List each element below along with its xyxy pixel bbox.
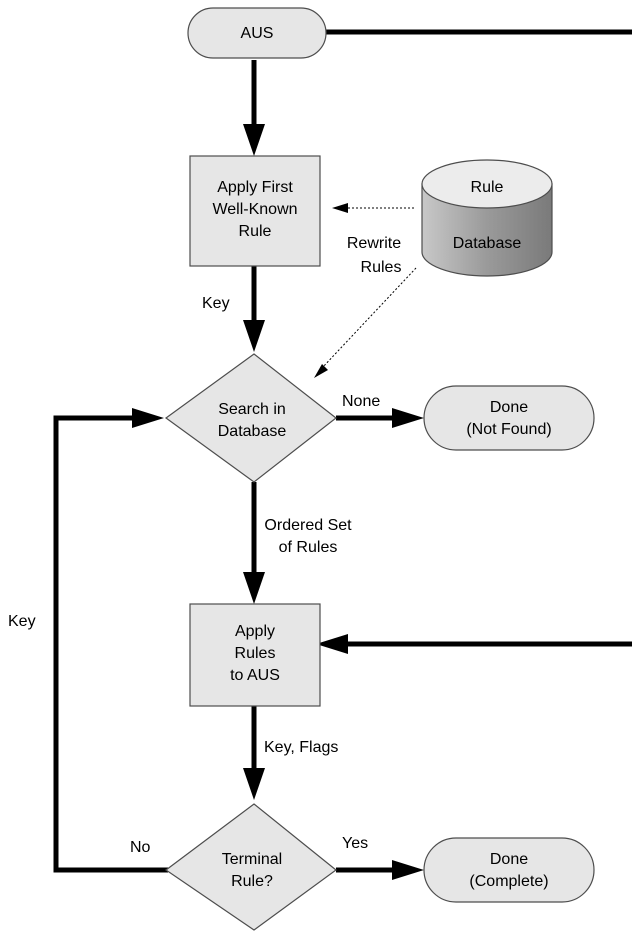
edge-label-rewrite-2: Rules [361, 259, 402, 276]
apply-first-label-3: Rule [239, 223, 272, 240]
arrowhead-db-apply [332, 203, 348, 213]
apply-first-node [189, 155, 321, 267]
edge-label-none: None [342, 393, 380, 410]
apply-rules-label-3: to AUS [230, 667, 280, 684]
db-to-search-dotted [321, 267, 417, 369]
done-complete-label-1: Done [490, 851, 528, 868]
apply-rules-label-2: Rules [235, 645, 276, 662]
edge-label-rewrite-1: Rewrite [347, 235, 401, 252]
edge-label-key-top: Key [202, 295, 230, 312]
arrowhead-db-search [314, 364, 328, 378]
rule-database-label-1: Rule [471, 179, 504, 196]
apply-first-label-2: Well-Known [212, 201, 297, 218]
rule-database-node [421, 159, 553, 277]
arrowhead-aus-apply [243, 124, 265, 156]
edge-label-yes: Yes [342, 835, 368, 852]
arrowhead-apply-search [243, 320, 265, 352]
arrowhead-yes [392, 860, 424, 880]
edge-label-key-left: Key [8, 613, 36, 630]
search-db-label-1: Search in [218, 401, 286, 418]
apply-rules-node [189, 603, 321, 707]
terminal-rule-label-2: Rule? [231, 873, 273, 890]
terminal-rule-node [164, 803, 337, 931]
edge-label-ordered-set-1: Ordered Set [264, 517, 352, 534]
search-db-label-2: Database [218, 423, 287, 440]
apply-rules-label-1: Apply [235, 623, 275, 640]
done-not-found-label-1: Done [490, 399, 528, 416]
loop-back-connector [53, 415, 168, 873]
done-complete-label-2: (Complete) [469, 873, 548, 890]
arrowhead-ordered-set [243, 572, 265, 604]
done-not-found-label-2: (Not Found) [466, 421, 551, 438]
apply-first-label-1: Apply First [217, 179, 293, 196]
arrowhead-key-flags [243, 768, 265, 800]
rule-database-label-2: Database [453, 235, 522, 252]
terminal-rule-label-1: Terminal [222, 851, 282, 868]
aus-node [187, 7, 327, 59]
done-not-found-node [423, 385, 595, 451]
edge-label-key-flags: Key, Flags [264, 739, 338, 756]
aus-label: AUS [241, 25, 274, 42]
arrowhead-right-feed [316, 634, 348, 654]
search-db-node [164, 353, 337, 483]
arrowhead-loop [132, 408, 164, 428]
done-complete-node [423, 837, 595, 903]
edge-label-ordered-set-2: of Rules [279, 539, 338, 556]
edge-label-no: No [130, 839, 151, 856]
arrowhead-none [392, 408, 424, 428]
